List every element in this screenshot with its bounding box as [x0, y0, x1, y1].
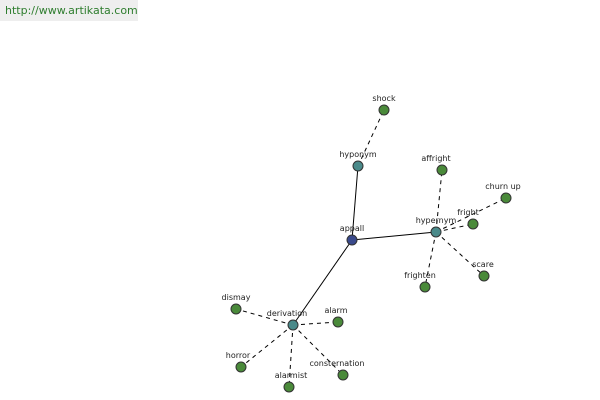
node-label-derivation: derivation	[267, 309, 307, 318]
nodes-layer: appall hyponym hypernym derivation shock affr…	[222, 94, 521, 393]
node-label-consternation: consternation	[309, 359, 364, 368]
node-label-hyponym: hyponym	[339, 150, 377, 159]
node-label-appall: appall	[340, 224, 364, 233]
edge-appall-hypernym	[351, 231, 437, 241]
edge-derivation-alarmist	[288, 324, 294, 388]
node-dot-shock[interactable]	[378, 104, 390, 116]
node-hyponym[interactable]: hyponym	[339, 150, 377, 172]
edge-derivation-alarm	[292, 321, 339, 326]
edge-derivation-dismay	[235, 308, 294, 326]
node-horror[interactable]: horror	[226, 351, 251, 373]
edge-hypernym-churn-up	[435, 197, 507, 233]
node-dot-horror[interactable]	[235, 361, 247, 373]
node-dot-frighten[interactable]	[419, 281, 431, 293]
node-consternation[interactable]: consternation	[309, 359, 365, 381]
node-derivation[interactable]: derivation	[267, 309, 307, 331]
node-dot-alarmist[interactable]	[283, 381, 295, 393]
node-label-alarmist: alarmist	[275, 371, 308, 380]
node-frighten[interactable]: frighten	[404, 271, 436, 293]
node-label-dismay: dismay	[222, 293, 251, 302]
node-dot-fright[interactable]	[467, 218, 479, 230]
edge-hypernym-fright	[435, 223, 474, 233]
node-dot-alarm[interactable]	[332, 316, 344, 328]
node-dot-appall[interactable]	[346, 234, 358, 246]
node-dot-affright[interactable]	[436, 164, 448, 176]
node-label-horror: horror	[226, 351, 251, 360]
node-dot-churn-up[interactable]	[500, 192, 512, 204]
edge-derivation-consternation	[292, 324, 344, 376]
node-label-affright: affright	[421, 154, 450, 163]
edge-hypernym-affright	[435, 169, 443, 233]
edge-appall-hyponym	[351, 165, 359, 241]
edge-hypernym-scare	[435, 231, 485, 277]
node-dot-consternation[interactable]	[337, 369, 349, 381]
node-dot-derivation[interactable]	[287, 319, 299, 331]
node-dismay[interactable]: dismay	[222, 293, 251, 315]
edge-hyponym-shock	[357, 109, 385, 167]
node-fright[interactable]: fright	[457, 208, 479, 230]
node-dot-scare[interactable]	[478, 270, 490, 282]
node-label-hypernym: hypernym	[416, 216, 457, 225]
node-shock[interactable]: shock	[372, 94, 396, 116]
node-alarm[interactable]: alarm	[325, 306, 348, 328]
site-url-link[interactable]: http://www.artikata.com	[0, 0, 138, 21]
node-alarmist[interactable]: alarmist	[275, 371, 308, 393]
node-dot-dismay[interactable]	[230, 303, 242, 315]
node-churn-up[interactable]: churn up	[485, 182, 521, 204]
edges-layer	[235, 109, 507, 388]
node-label-churn-up: churn up	[485, 182, 520, 191]
node-label-shock: shock	[372, 94, 396, 103]
node-dot-hypernym[interactable]	[430, 226, 442, 238]
node-label-alarm: alarm	[325, 306, 348, 315]
node-label-scare: scare	[472, 260, 494, 269]
edge-appall-derivation	[292, 239, 353, 326]
node-appall[interactable]: appall	[340, 224, 364, 246]
edge-derivation-horror	[240, 324, 294, 368]
node-dot-hyponym[interactable]	[352, 160, 364, 172]
node-label-frighten: frighten	[404, 271, 436, 280]
node-label-fright: fright	[457, 208, 479, 217]
node-hypernym[interactable]: hypernym	[416, 216, 457, 238]
node-scare[interactable]: scare	[472, 260, 494, 282]
node-affright[interactable]: affright	[421, 154, 451, 176]
edge-hypernym-frighten	[424, 231, 437, 288]
